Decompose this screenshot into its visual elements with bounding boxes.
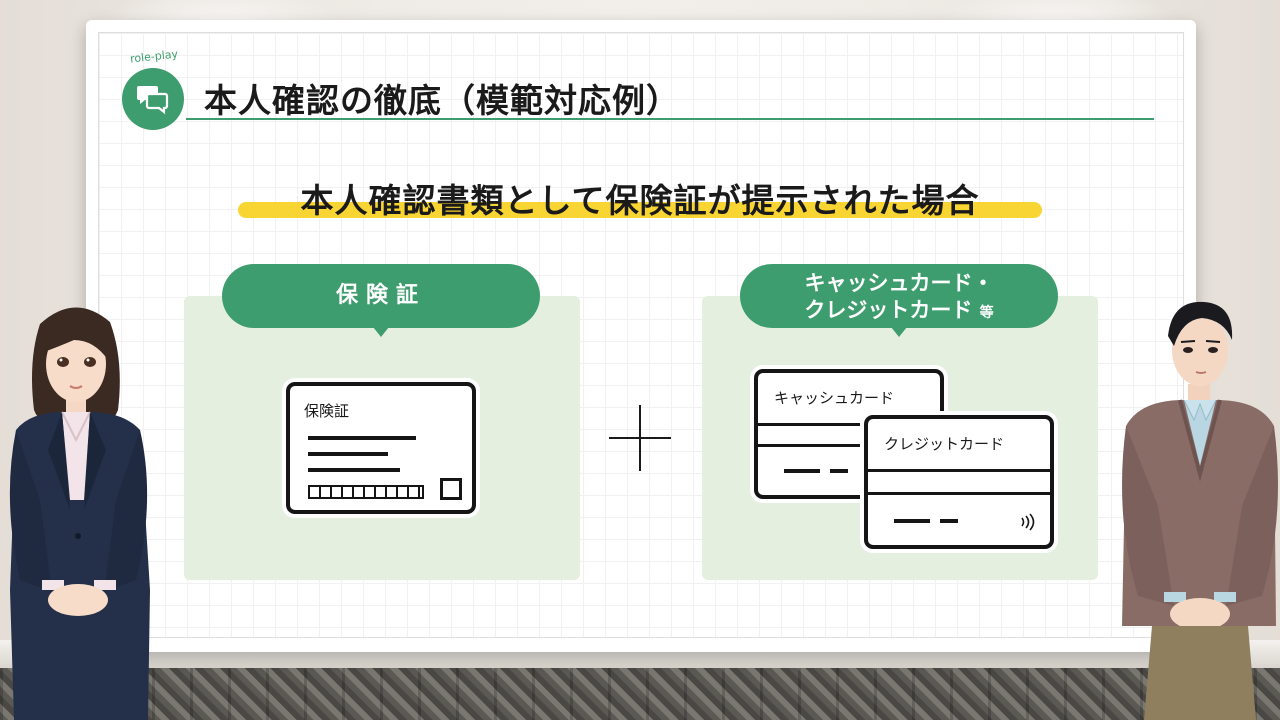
insurance-card-illustration: 保険証: [286, 382, 476, 514]
bank-cards-heading: キャッシュカード・ クレジットカード 等: [740, 264, 1058, 337]
subtitle-highlight: [238, 202, 1042, 218]
credit-card-label: クレジットカード: [884, 435, 1005, 453]
role-play-badge: [122, 68, 184, 130]
bank-cards-heading-line2-text: クレジットカード: [804, 298, 973, 322]
presenter-man-illustration: [1122, 301, 1278, 720]
presenter-woman-illustration: [9, 307, 150, 720]
card-number-dash: [894, 519, 930, 523]
cash-card-label: キャッシュカード: [774, 389, 895, 407]
card-text-line: [308, 468, 400, 472]
card-stripe: [868, 492, 1050, 495]
card-number-field: [308, 485, 424, 499]
bank-cards-heading-suffix: 等: [979, 305, 994, 321]
credit-card-illustration: クレジットカード: [864, 415, 1054, 549]
nfc-icon: [1021, 513, 1035, 531]
card-stripe: [758, 444, 940, 447]
card-stripe: [758, 423, 940, 426]
insurance-card-heading: 保険証: [222, 264, 540, 337]
card-number-dash: [830, 469, 848, 473]
chat-bubbles-icon: [137, 86, 169, 115]
card-text-line: [308, 452, 388, 456]
floor: [0, 668, 1280, 720]
card-stripe: [868, 469, 1050, 472]
page-title: 本人確認の徹底（模範対応例）: [204, 81, 680, 120]
bank-cards-heading-line2: クレジットカード 等: [740, 297, 1058, 327]
card-checkbox-mark: [440, 478, 462, 500]
bank-cards-heading-line1: キャッシュカード・: [804, 271, 994, 295]
card-number-dash: [784, 469, 820, 473]
card-text-line: [308, 436, 416, 440]
plus-icon-horizontal: [609, 437, 671, 439]
title-divider: [186, 118, 1154, 120]
insurance-card-label: 保険証: [304, 402, 350, 420]
subtitle: 本人確認書類として保険証が提示された場合: [300, 181, 980, 220]
card-number-dash: [940, 519, 958, 523]
subtitle-block: 本人確認書類として保険証が提示された場合: [238, 172, 1042, 222]
